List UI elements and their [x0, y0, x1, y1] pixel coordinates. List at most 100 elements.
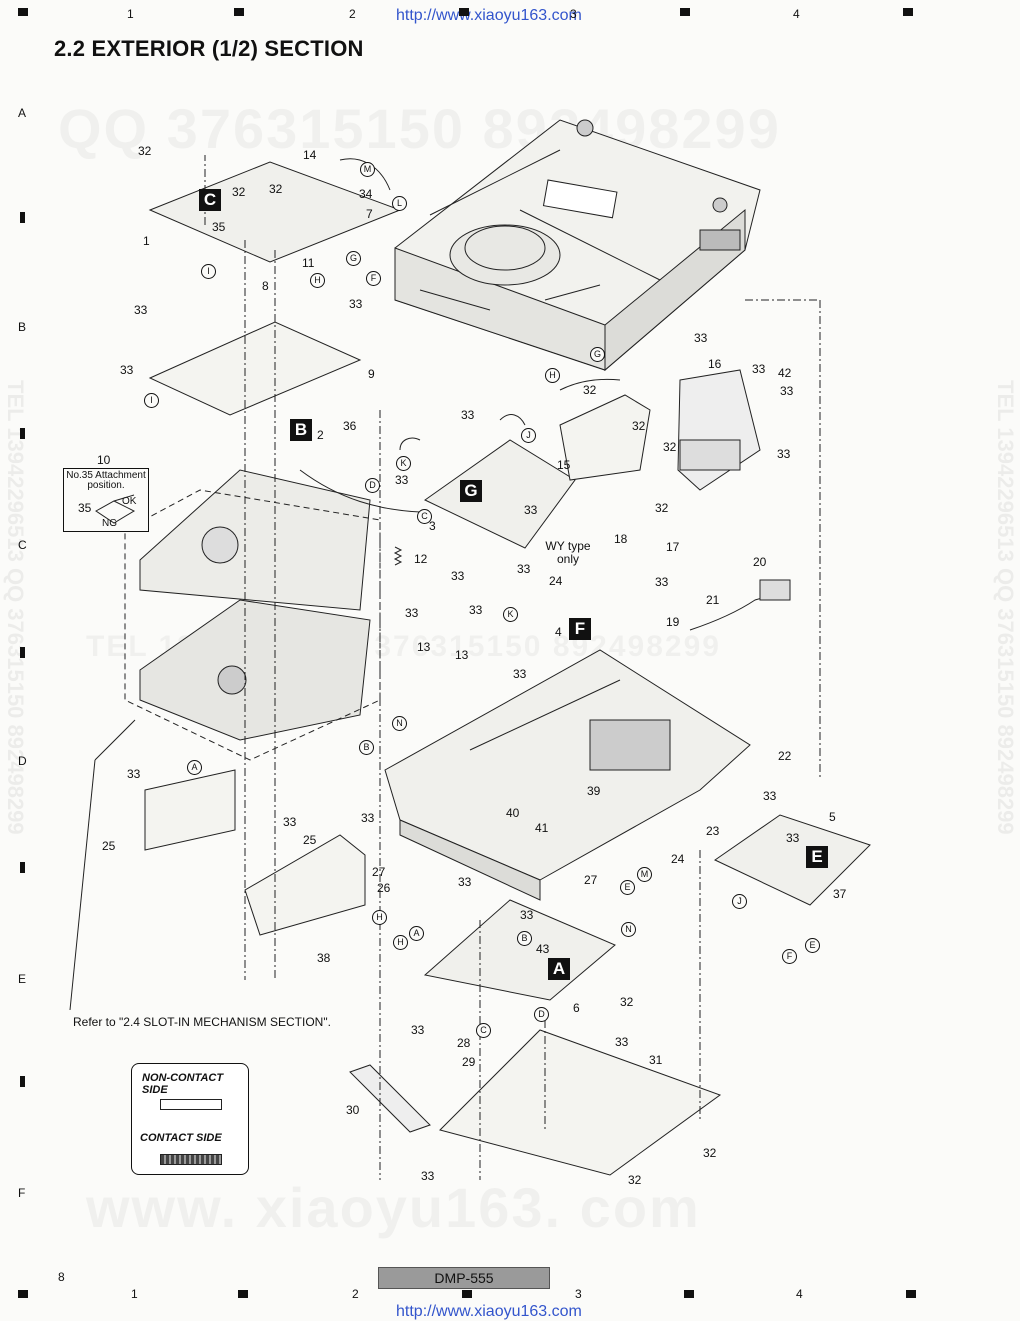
registration-mark	[684, 1290, 694, 1298]
callout: 18	[614, 532, 628, 546]
callout: 35	[212, 220, 226, 234]
callout: 8	[262, 279, 269, 293]
connector-letter: J	[521, 428, 536, 443]
attachment-ng-label: NG	[102, 518, 117, 529]
connector-letter: B	[359, 740, 374, 755]
callout: 27	[584, 873, 598, 887]
section-badge-a: A	[548, 958, 570, 980]
row-letter-f: F	[18, 1186, 26, 1200]
callout: 10	[97, 453, 111, 467]
wy-type-note: WY type only	[545, 539, 591, 566]
column-number-2: 2	[349, 7, 356, 21]
callout: 3	[429, 519, 436, 533]
callout: 33	[421, 1169, 435, 1183]
callout: 12	[414, 552, 428, 566]
column-number-4-bottom: 4	[796, 1287, 803, 1301]
registration-mark	[18, 1290, 28, 1298]
callout: 9	[368, 367, 375, 381]
callout: 38	[317, 951, 331, 965]
callout: 14	[303, 148, 317, 162]
bracket	[559, 394, 651, 481]
callout: 33	[763, 789, 777, 803]
callout: 32	[269, 182, 283, 196]
callout: 22	[778, 749, 792, 763]
column-number-3-bottom: 3	[575, 1287, 582, 1301]
connector-letter: H	[545, 368, 560, 383]
callout: 32	[232, 185, 246, 199]
callout: 32	[655, 501, 669, 515]
watermark-www: www. xiaoyu163. com	[86, 1175, 701, 1240]
contact-swatch	[160, 1154, 222, 1165]
callout: 24	[549, 574, 563, 588]
callout: 33	[349, 297, 363, 311]
row-letter-c: C	[18, 538, 27, 552]
callout: 33	[120, 363, 134, 377]
connector-letter: G	[346, 251, 361, 266]
callout: 11	[302, 256, 315, 270]
callout: 29	[462, 1055, 476, 1069]
row-letter-e: E	[18, 972, 27, 986]
non-contact-side-label: NON-CONTACT SIDE	[142, 1072, 224, 1096]
column-number-1: 1	[127, 7, 134, 21]
callout: 33	[524, 503, 538, 517]
callout: 33	[361, 811, 375, 825]
callout: 19	[666, 615, 680, 629]
callout: 42	[778, 366, 792, 380]
section-badge-b: B	[290, 419, 312, 441]
callout: 33	[655, 575, 669, 589]
main-unit-housing	[394, 119, 761, 372]
section-badge-c: C	[199, 189, 221, 211]
callout: 40	[506, 806, 520, 820]
callout: 7	[366, 207, 373, 221]
connector-letter: A	[409, 926, 424, 941]
section-badge-f: F	[569, 618, 591, 640]
callout: 33	[780, 384, 794, 398]
column-number-2-bottom: 2	[352, 1287, 359, 1301]
callout: 33	[451, 569, 465, 583]
registration-mark	[903, 8, 913, 16]
pcb-c-board	[148, 161, 402, 263]
callout: 32	[703, 1146, 717, 1160]
row-mark	[20, 212, 25, 223]
callout: 33	[127, 767, 141, 781]
bracket-25b	[244, 834, 366, 936]
connector-letter: B	[517, 931, 532, 946]
callout: 34	[359, 187, 373, 201]
callout: 32	[632, 419, 646, 433]
page-number: 8	[58, 1270, 65, 1284]
bottom-url-link[interactable]: http://www.xiaoyu163.com	[396, 1303, 582, 1320]
registration-mark	[459, 8, 469, 16]
connector-letter: M	[637, 867, 652, 882]
connector-letter: K	[503, 607, 518, 622]
callout: 4	[555, 625, 562, 639]
connector-letter: J	[732, 894, 747, 909]
attachment-part-number: 35	[78, 501, 92, 515]
connector-letter: E	[620, 880, 635, 895]
connector-letter: D	[534, 1007, 549, 1022]
callout: 26	[377, 881, 391, 895]
callout: 33	[520, 908, 534, 922]
callout: 30	[346, 1103, 360, 1117]
column-number-4: 4	[793, 7, 800, 21]
callout: 25	[303, 833, 317, 847]
callout: 33	[411, 1023, 425, 1037]
row-letter-d: D	[18, 754, 27, 768]
callout: 33	[283, 815, 297, 829]
column-number-1-bottom: 1	[131, 1287, 138, 1301]
callout: 37	[833, 887, 847, 901]
callout: 16	[708, 357, 722, 371]
row-letter-a: A	[18, 106, 27, 120]
registration-mark	[462, 1290, 472, 1298]
top-url-link[interactable]: http://www.xiaoyu163.com	[396, 7, 582, 24]
connector-letter: E	[805, 938, 820, 953]
callout: 33	[513, 667, 527, 681]
refer-slot-in-note: Refer to "2.4 SLOT-IN MECHANISM SECTION"…	[73, 1015, 331, 1029]
callout: 33	[469, 603, 483, 617]
power-cord	[689, 589, 791, 631]
registration-mark	[234, 8, 244, 16]
connector-letter: K	[396, 456, 411, 471]
connector-letter: L	[392, 196, 407, 211]
callout: 33	[615, 1035, 629, 1049]
callout: 33	[752, 362, 766, 376]
column-number-3: 3	[570, 7, 577, 21]
